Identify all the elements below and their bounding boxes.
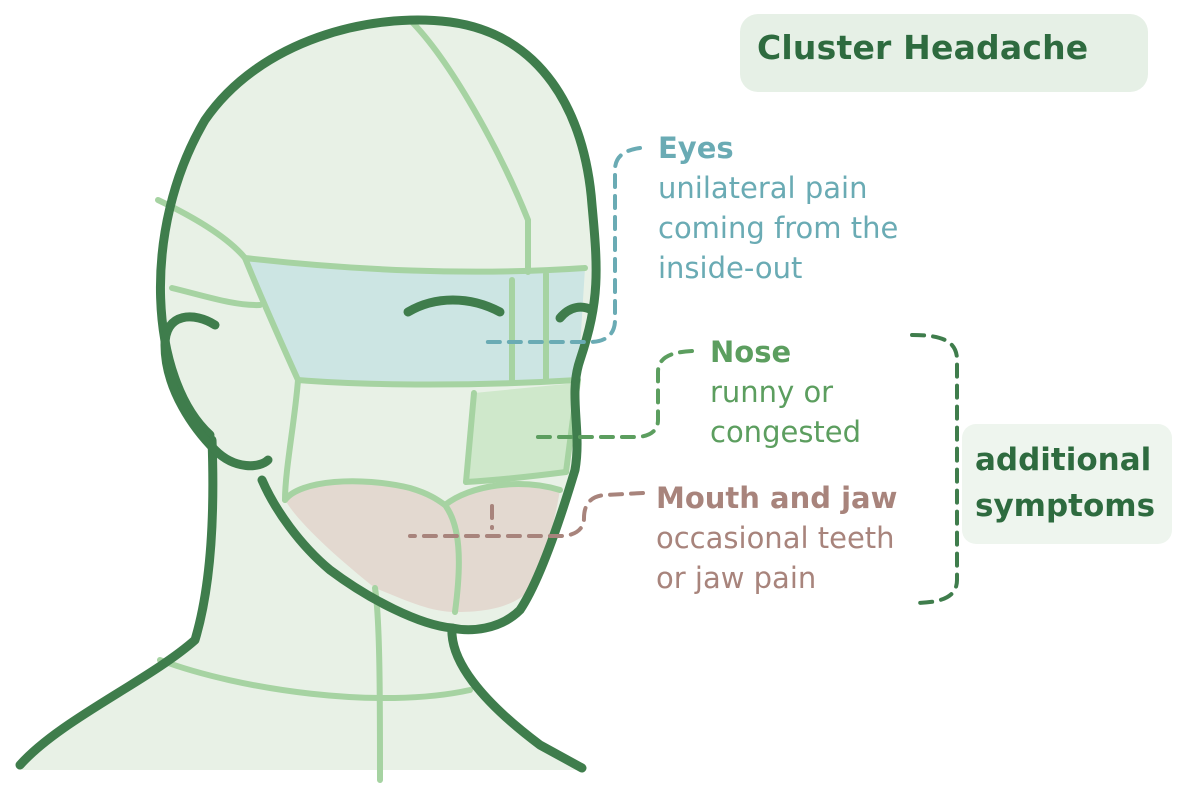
diagram-title: Cluster Headache	[757, 28, 1089, 67]
additional-symptoms-bracket	[910, 333, 959, 605]
eyes-line-3: inside-out	[658, 251, 803, 285]
eyes-callout: Eyes unilateral pain coming from the ins…	[658, 128, 898, 288]
mouth-connector	[408, 491, 645, 538]
eyes-connector	[478, 146, 642, 344]
nose-line-1: runny or	[710, 375, 834, 409]
nose-region-patch	[466, 383, 576, 482]
eyes-line-2: coming from the	[658, 211, 899, 245]
nose-heading: Nose	[710, 335, 792, 369]
eye-region-band	[245, 258, 585, 385]
nose-callout: Nose runny or congested	[710, 332, 861, 452]
mouth-line-1: occasional teeth	[656, 521, 895, 555]
head-outline	[15, 15, 601, 773]
mouth-line-2: or jaw pain	[656, 561, 817, 595]
additional-symptoms-label: additional symptoms	[975, 437, 1155, 529]
title-box	[740, 14, 1148, 92]
mouth-heading: Mouth and jaw	[656, 481, 898, 515]
nose-line-2: congested	[710, 415, 862, 449]
additional-symptoms-box	[962, 424, 1172, 544]
nose-connector	[528, 349, 694, 439]
eyes-heading: Eyes	[658, 131, 734, 165]
mouth-callout: Mouth and jaw occasional teeth or jaw pa…	[656, 478, 897, 598]
additional-symptoms-line-2: symptoms	[975, 488, 1156, 524]
eyes-line-1: unilateral pain	[658, 171, 868, 205]
additional-symptoms-line-1: additional	[975, 442, 1152, 478]
segment-lines	[155, 17, 588, 783]
